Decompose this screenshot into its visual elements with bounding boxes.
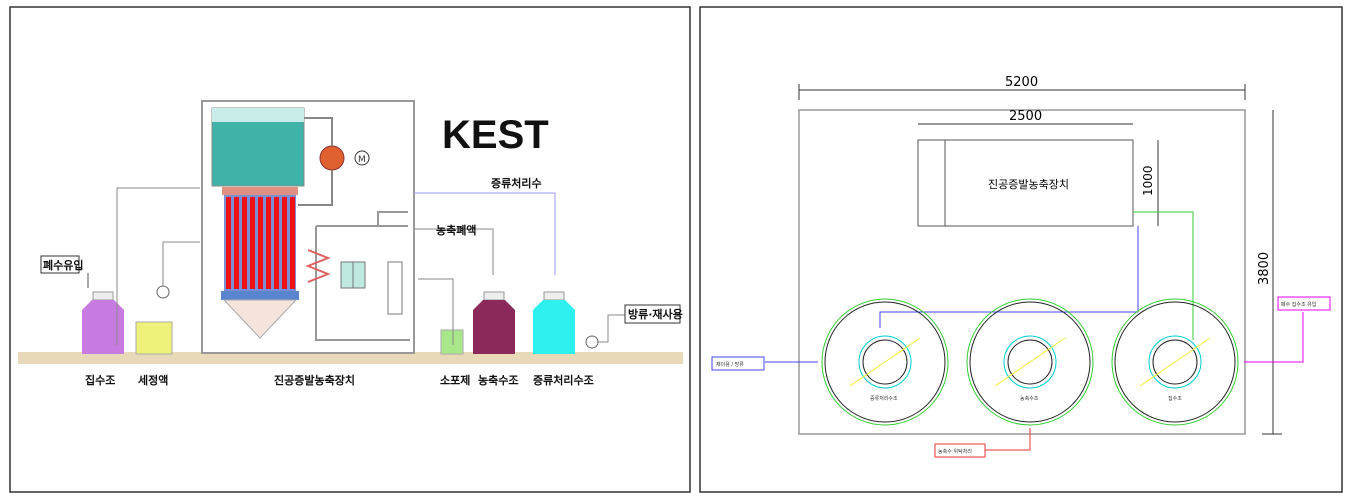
collection-tank-label: 집수조	[85, 373, 115, 387]
inflow-label: 폐수유입	[43, 258, 83, 272]
concentrate-tank-label: 농축수조	[478, 373, 518, 387]
distilled-tank	[533, 291, 575, 354]
pump-icon	[156, 285, 170, 299]
unit-width-dim: 2500	[1009, 109, 1042, 124]
overall-depth-dim: 3800	[1257, 252, 1272, 285]
evaporator-label: 진공증발농축장치	[274, 373, 355, 387]
evaporator-frame	[201, 100, 415, 354]
discharge-reuse-label: 방류·재사용	[628, 307, 683, 321]
evaporator-unit	[917, 139, 1134, 227]
distilled-water-label: 증류처리수	[491, 176, 542, 190]
distilled-tank-label: 증류처리수조	[533, 373, 594, 387]
tank-distilled: 증류처리수조	[821, 298, 949, 426]
cone-bottom	[222, 299, 298, 339]
vacuum-pump-icon	[319, 145, 345, 171]
process-flow-panel: KEST M	[9, 6, 691, 493]
unit-label: 진공증발농축장치	[988, 178, 1069, 191]
discharge-pump-icon	[585, 335, 599, 349]
concentrate-tank	[473, 291, 515, 354]
heat-exchanger-tubes	[224, 195, 296, 291]
cleaning-solution-label: 세정액	[138, 373, 168, 387]
ground-strip	[18, 352, 683, 364]
collection-tank	[82, 291, 124, 354]
svg-text:농축수조: 농축수조	[1020, 395, 1039, 402]
svg-text:증류처리수조: 증류처리수조	[870, 395, 898, 402]
unit-depth-dim: 1000	[1141, 165, 1155, 196]
overall-width-dim: 5200	[1005, 75, 1038, 90]
antifoam-label: 소포제	[440, 373, 470, 387]
svg-text:집수조: 집수조	[1168, 395, 1182, 402]
inflow-callout: 폐수 집수조 유입	[1281, 301, 1316, 308]
concentrate-out-callout: 농축수 위탁처리	[938, 448, 972, 455]
svg-text:M: M	[358, 155, 366, 165]
kest-logo: KEST	[442, 113, 549, 157]
site-boundary	[798, 109, 1246, 435]
layout-plan-panel: 5200 2500 3800 1000 진공증발농축장치 증류처리수조 농축수조	[699, 6, 1343, 493]
tank-concentrate: 농축수조	[966, 298, 1094, 426]
antifoam-tank	[440, 329, 464, 355]
cleaning-tank	[135, 321, 173, 355]
tank-collection: 집수조	[1111, 298, 1239, 426]
concentrate-waste-label: 농축폐액	[436, 223, 476, 237]
reuse-callout: 재이용 / 방류	[716, 361, 744, 368]
